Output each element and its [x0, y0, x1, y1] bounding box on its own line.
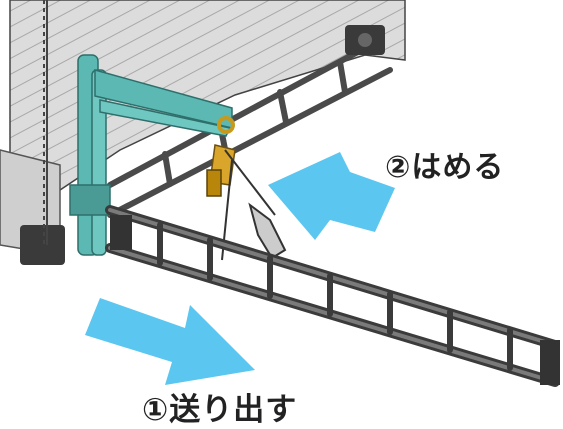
chain-hoist [206, 116, 287, 261]
teal-bracket [69, 54, 233, 256]
arrow-sendout [85, 298, 255, 385]
left-clamp [20, 225, 65, 265]
ladder-frame [105, 205, 560, 387]
hanging-chain [43, 0, 48, 245]
step-2-label: ②はめる [385, 150, 505, 185]
arrow-insert [268, 152, 395, 240]
step-1-label: ①送り出す [142, 392, 298, 428]
